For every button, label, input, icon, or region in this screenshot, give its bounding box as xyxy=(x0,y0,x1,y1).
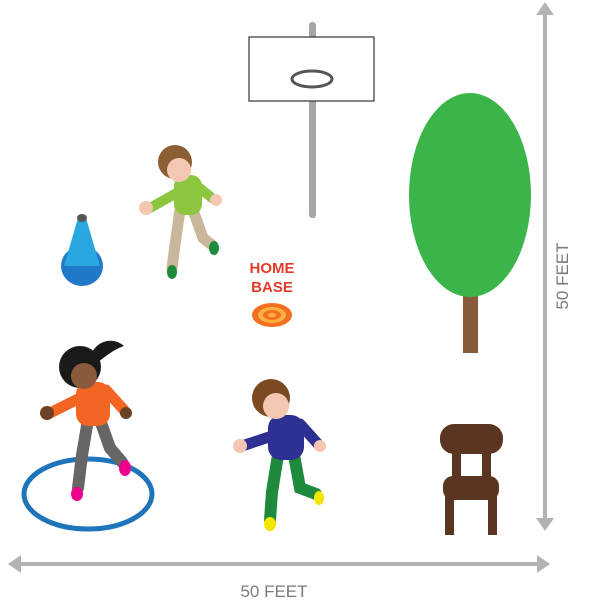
vertical-dimension-arrow xyxy=(536,2,554,531)
home-base-line2: BASE xyxy=(251,279,293,296)
horizontal-dimension-arrow xyxy=(8,555,550,573)
child-blue-shirt xyxy=(233,379,326,531)
home-base-line1: HOME xyxy=(250,260,295,277)
hula-hoop xyxy=(24,459,152,529)
basketball-hoop xyxy=(249,22,374,218)
child-green-shirt xyxy=(139,145,222,279)
tree xyxy=(409,93,531,353)
child-orange-shirt xyxy=(40,341,132,501)
chair xyxy=(440,424,503,535)
width-label: 50 FEET xyxy=(240,582,307,601)
height-label: 50 FEET xyxy=(553,242,572,309)
cone xyxy=(61,214,103,286)
home-base-target xyxy=(252,303,292,327)
